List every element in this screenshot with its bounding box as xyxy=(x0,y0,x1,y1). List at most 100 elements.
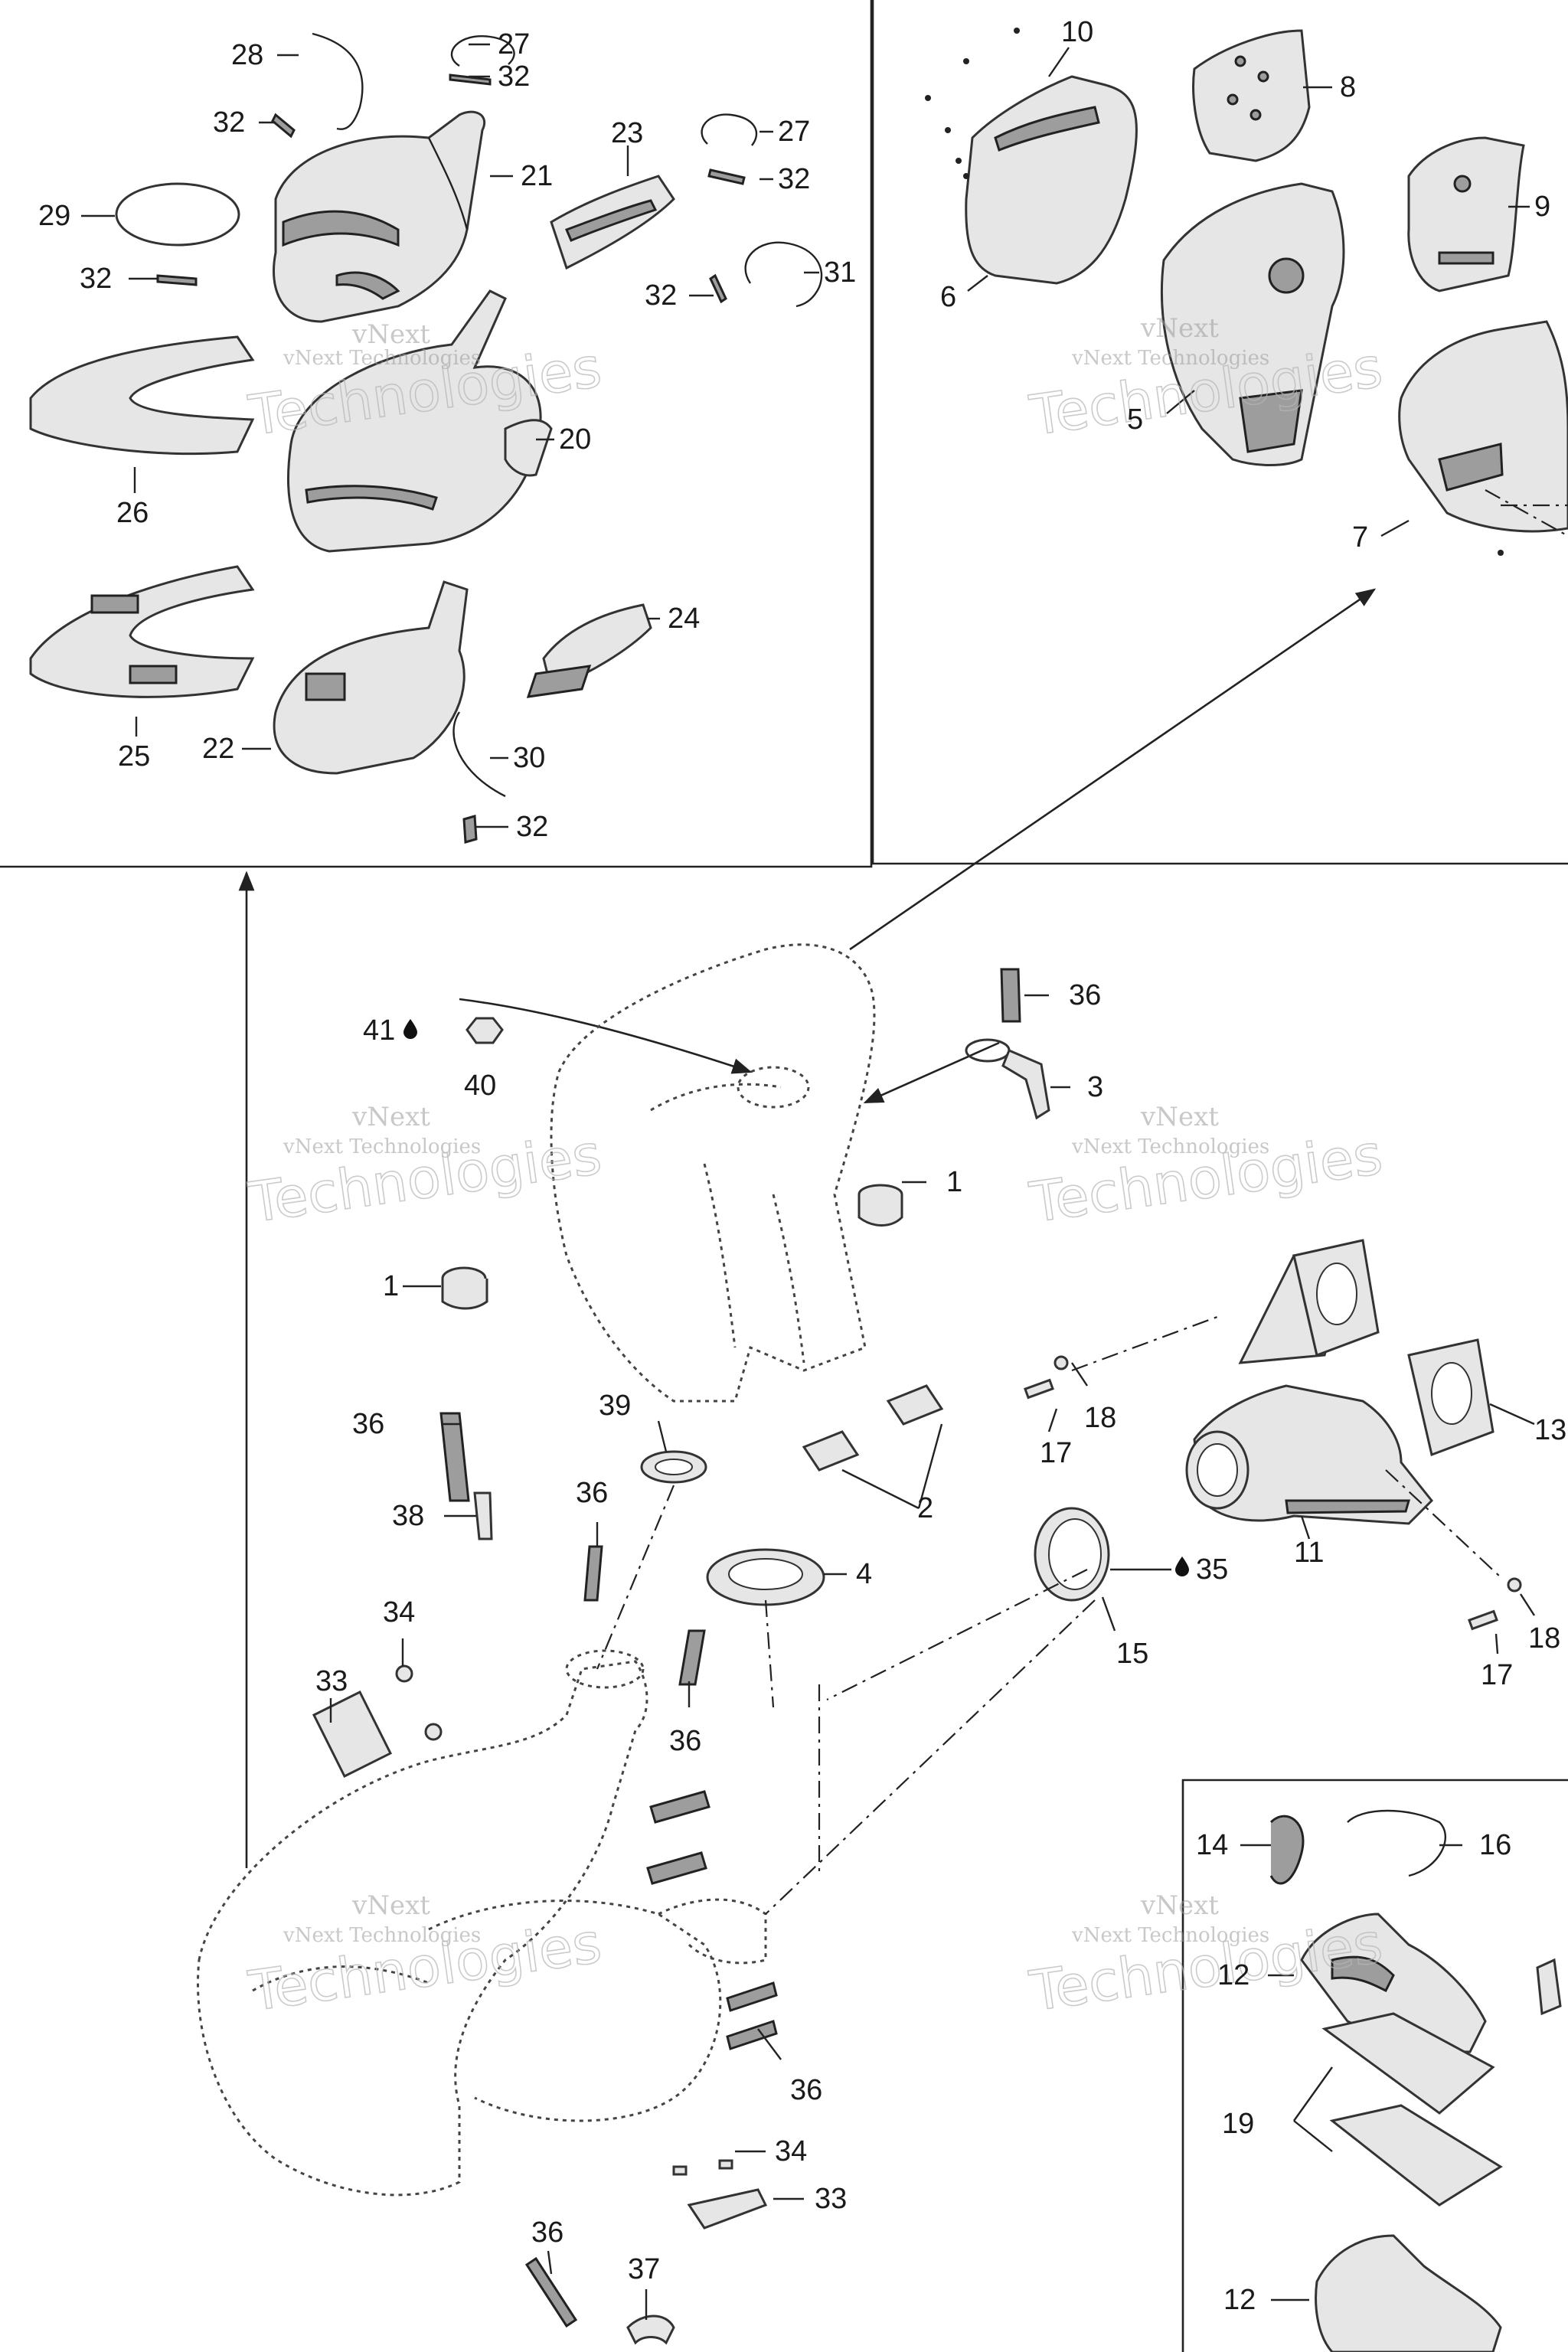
callout-8: 8 xyxy=(1340,71,1356,103)
pad-26 xyxy=(29,335,255,456)
svg-text:vNext: vNext xyxy=(1140,1102,1219,1132)
callout-27-b: 27 xyxy=(778,116,810,148)
svg-text:vNext Technologies: vNext Technologies xyxy=(1071,1924,1269,1947)
svg-text:vNext: vNext xyxy=(351,1102,430,1132)
callout-36-c: 36 xyxy=(576,1477,608,1509)
callout-17-a: 17 xyxy=(1040,1437,1072,1469)
muffler-20 xyxy=(287,289,553,553)
grommet-39 xyxy=(640,1450,707,1484)
svg-text:vNext Technologies: vNext Technologies xyxy=(283,347,481,370)
svg-text:vNext Technologies: vNext Technologies xyxy=(1071,1135,1269,1158)
callout-12-b: 12 xyxy=(1223,2284,1256,2316)
svg-text:vNext Technologies: vNext Technologies xyxy=(283,1924,481,1947)
callout-17-b: 17 xyxy=(1481,1659,1513,1691)
spring-36-bottom xyxy=(524,2256,578,2328)
nut-34-left-b xyxy=(424,1723,443,1741)
muffler-cover-21 xyxy=(273,110,486,323)
callout-36-b: 36 xyxy=(352,1408,384,1440)
spring-36-mid xyxy=(583,1545,603,1602)
rubber-mount-1b xyxy=(441,1266,488,1310)
callout-1-b: 1 xyxy=(383,1270,399,1302)
watermark-bottom-right: vNext vNext Technologies Technologies xyxy=(1025,1890,1387,2024)
panel-heat-shields xyxy=(871,0,1568,865)
svg-text:vNext: vNext xyxy=(351,1890,430,1921)
plate-8 xyxy=(1192,29,1311,162)
elbow-cover-23 xyxy=(550,175,675,270)
pad-2 xyxy=(802,1384,944,1472)
watermark-mid-left: vNext vNext Technologies Technologies xyxy=(244,1102,606,1236)
clamp-37 xyxy=(626,2314,675,2345)
drop-41 xyxy=(403,1019,417,1039)
callout-23: 23 xyxy=(611,117,643,149)
heat-shield-frame-6 xyxy=(965,75,1138,285)
gasket-13-lower xyxy=(1407,1338,1494,1457)
callout-36-a: 36 xyxy=(1069,979,1101,1011)
callout-26: 26 xyxy=(116,497,149,529)
callout-35: 35 xyxy=(1196,1553,1228,1586)
spring-32-top xyxy=(449,74,492,86)
spring-36-ghost-c xyxy=(726,1981,778,2050)
liner-12-lower xyxy=(1315,2234,1502,2352)
ring-31 xyxy=(744,241,823,308)
callout-32-b: 32 xyxy=(213,106,245,139)
callout-33-a: 33 xyxy=(315,1665,348,1697)
screw-7 xyxy=(1498,550,1504,556)
callout-36-f: 36 xyxy=(531,2216,564,2249)
liner-12-upper xyxy=(1300,1913,1487,2053)
callout-37: 37 xyxy=(628,2253,660,2285)
callout-1-a: 1 xyxy=(946,1166,962,1198)
bracket-33-right xyxy=(687,2188,768,2230)
callout-32-e: 32 xyxy=(645,279,677,312)
callout-32-a: 32 xyxy=(498,60,530,93)
callout-13: 13 xyxy=(1534,1414,1566,1446)
callout-32-f: 32 xyxy=(516,811,548,843)
clip-right-edge xyxy=(1536,1958,1562,2016)
callout-30: 30 xyxy=(513,742,545,774)
washer-18-lower xyxy=(1507,1577,1522,1592)
callout-5: 5 xyxy=(1127,403,1143,436)
callout-32-c: 32 xyxy=(778,163,810,195)
callout-18-b: 18 xyxy=(1528,1622,1560,1655)
plate-9 xyxy=(1407,136,1525,292)
pad-25 xyxy=(29,565,255,698)
clamp-27-top xyxy=(450,34,515,67)
callout-34-b: 34 xyxy=(775,2135,807,2167)
callout-40: 40 xyxy=(464,1070,496,1102)
assembly-lines xyxy=(596,489,1568,1915)
washer-18-upper xyxy=(1054,1355,1069,1370)
bracket-33-left xyxy=(312,1690,393,1779)
spring-36-top xyxy=(1000,968,1021,1023)
watermark-bottom-left: vNext vNext Technologies Technologies xyxy=(244,1890,606,2024)
callout-41: 41 xyxy=(363,1014,395,1047)
callout-7: 7 xyxy=(1352,521,1368,554)
seal-4 xyxy=(706,1548,825,1606)
arrow-bracket xyxy=(863,1041,1000,1104)
svg-text:vNext Technologies: vNext Technologies xyxy=(283,1135,481,1158)
callout-3: 3 xyxy=(1087,1071,1103,1103)
muffler-cover-22 xyxy=(273,580,469,775)
nut-34-left xyxy=(395,1664,413,1683)
callout-18-a: 18 xyxy=(1084,1402,1116,1434)
callout-14: 14 xyxy=(1196,1829,1228,1861)
callout-15: 15 xyxy=(1116,1638,1148,1670)
callout-21: 21 xyxy=(521,160,553,192)
callout-27-a: 27 xyxy=(498,28,530,60)
bracket-3 xyxy=(965,1038,1050,1120)
callout-16: 16 xyxy=(1479,1829,1511,1861)
lower-muffler-ghost xyxy=(196,1649,767,2197)
ring-28 xyxy=(312,32,364,130)
callout-24: 24 xyxy=(668,603,700,635)
callout-31: 31 xyxy=(824,256,856,289)
ring-29 xyxy=(115,182,240,247)
screws-6 xyxy=(925,28,1020,179)
nut-34-right xyxy=(672,2159,733,2176)
callout-19: 19 xyxy=(1222,2108,1254,2140)
bolt-17-upper xyxy=(1024,1378,1054,1400)
ring-15 xyxy=(1034,1507,1110,1602)
svg-text:vNext Technologies: vNext Technologies xyxy=(1071,347,1269,370)
svg-text:vNext: vNext xyxy=(1140,313,1219,344)
callout-33-b: 33 xyxy=(815,2183,847,2215)
callout-28: 28 xyxy=(231,39,263,71)
ring-30 xyxy=(452,711,506,798)
